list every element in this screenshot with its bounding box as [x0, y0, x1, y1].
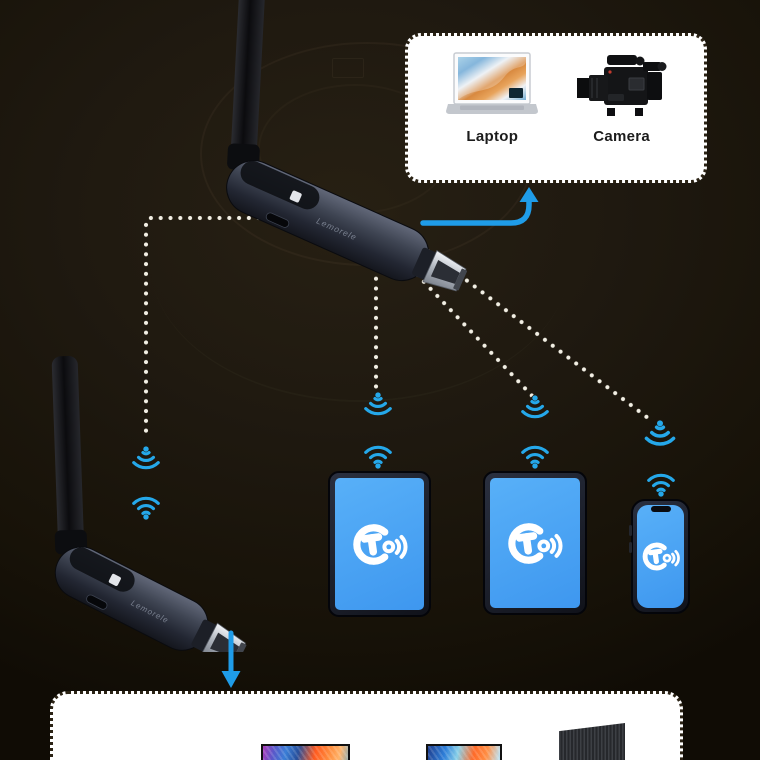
hdmi-receiver-dongle: Lemorele: [51, 356, 247, 652]
laptop-icon: [446, 52, 539, 114]
wifi-broadcast-icon: [644, 420, 676, 446]
source-item-camera: Camera: [576, 52, 667, 145]
usb-c-port: [265, 212, 290, 228]
usb-c-port: [86, 594, 108, 610]
source-item-laptop: Laptop: [445, 52, 539, 145]
hdmi-connector: [191, 619, 247, 652]
background-decor-rect: [332, 58, 364, 78]
phone-button: [629, 525, 632, 536]
wifi-broadcast-icon: [521, 395, 549, 419]
wifi-receive-icon: [521, 445, 549, 469]
source-devices-card: Laptop Camera: [405, 33, 707, 183]
cast-device-smartphone: [629, 499, 690, 614]
hdmi-transmitter-dongle: Lemorele: [226, 0, 468, 292]
phone-notch: [650, 506, 671, 512]
hdmi-connector: [412, 247, 468, 292]
t-cast-logo-icon: [351, 519, 409, 570]
tablet-screen: [335, 478, 424, 610]
wifi-receive-icon: [647, 473, 675, 497]
wifi-broadcast-icon: [364, 392, 392, 416]
monitor-2: [426, 744, 502, 760]
nfc-mark-icon: [289, 190, 302, 203]
phone-button: [629, 542, 632, 553]
t-cast-logo-icon: [506, 518, 564, 569]
cinema-camera-icon: [576, 55, 667, 116]
cast-device-tablet-small: [483, 471, 587, 615]
laptop-label: Laptop: [466, 128, 519, 145]
tablet-screen: [490, 478, 580, 608]
cast-device-tablet-large: [328, 471, 431, 617]
camera-label: Camera: [593, 128, 651, 145]
wifi-receive-icon: [364, 445, 392, 469]
monitor-1: [261, 744, 350, 760]
phone-screen: [637, 505, 684, 608]
output-displays-card: [50, 691, 683, 760]
led-panel: [559, 723, 625, 760]
antenna: [51, 356, 84, 547]
antenna: [230, 0, 265, 169]
t-cast-logo-icon: [641, 539, 681, 574]
nfc-mark-icon: [108, 573, 121, 586]
